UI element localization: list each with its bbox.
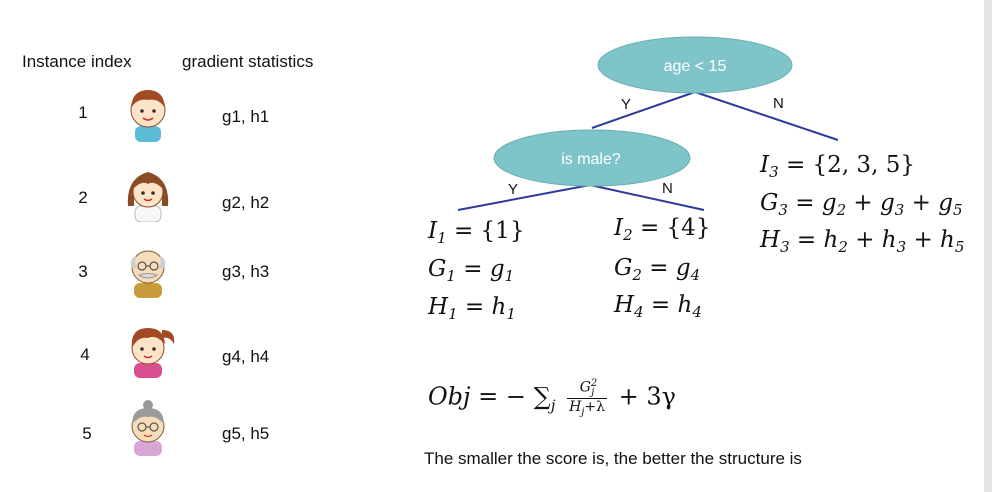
tree-edge-no <box>694 91 839 141</box>
tree-edge-yes <box>457 184 591 211</box>
gradient-value: g4, h4 <box>222 347 270 366</box>
objective-formula: Obj = − ∑j G2j Hj+λ + 3γ <box>428 378 676 419</box>
grandmother-icon <box>131 400 165 456</box>
gradient-statistics-header: gradient statistics <box>182 52 314 71</box>
root-yes-label: Y <box>621 96 631 113</box>
child-no-label: N <box>662 180 673 197</box>
root-node <box>597 36 793 94</box>
root-no-label: N <box>773 95 784 112</box>
instance-index: 2 <box>78 188 88 207</box>
child-node-label: is male? <box>561 151 621 168</box>
leaf2-instance-set: I2 = {4} <box>614 215 711 244</box>
caption: The smaller the score is, the better the… <box>424 449 802 468</box>
child-yes-label: Y <box>508 181 518 198</box>
leaf3-gradient-sum: G3 = g2 + g3 + g5 <box>760 190 963 219</box>
root-node-label: age < 15 <box>664 58 727 75</box>
leaf2-hessian-sum: H4 = h4 <box>614 292 702 321</box>
instance-index: 1 <box>78 103 88 122</box>
leaf3-hessian-sum: H3 = h2 + h3 + h5 <box>760 227 965 256</box>
instance-index: 5 <box>82 424 92 443</box>
tree-edge-no <box>589 184 705 211</box>
child-node <box>493 129 691 187</box>
woman-icon <box>131 328 175 378</box>
leaf1-gradient-sum: G1 = g1 <box>428 256 515 285</box>
instance-index: 4 <box>80 345 90 364</box>
instance-index: 3 <box>78 262 88 281</box>
boy-icon <box>130 90 166 142</box>
girl-icon <box>127 172 169 222</box>
instance-index-header: Instance index <box>22 52 132 71</box>
gradient-value: g2, h2 <box>222 193 270 212</box>
gradient-value: g5, h5 <box>222 424 270 443</box>
leaf2-gradient-sum: G2 = g4 <box>614 255 701 284</box>
grandfather-icon <box>130 250 166 298</box>
leaf1-hessian-sum: H1 = h1 <box>428 294 516 323</box>
leaf1-instance-set: I1 = {1} <box>428 218 525 247</box>
leaf3-instance-set: I3 = {2, 3, 5} <box>760 152 915 181</box>
tree-edge-yes <box>591 91 696 129</box>
objective-fraction: G2j Hj+λ <box>567 378 607 419</box>
gradient-value: g3, h3 <box>222 262 270 281</box>
gradient-value: g1, h1 <box>222 107 270 126</box>
right-border <box>984 0 992 492</box>
